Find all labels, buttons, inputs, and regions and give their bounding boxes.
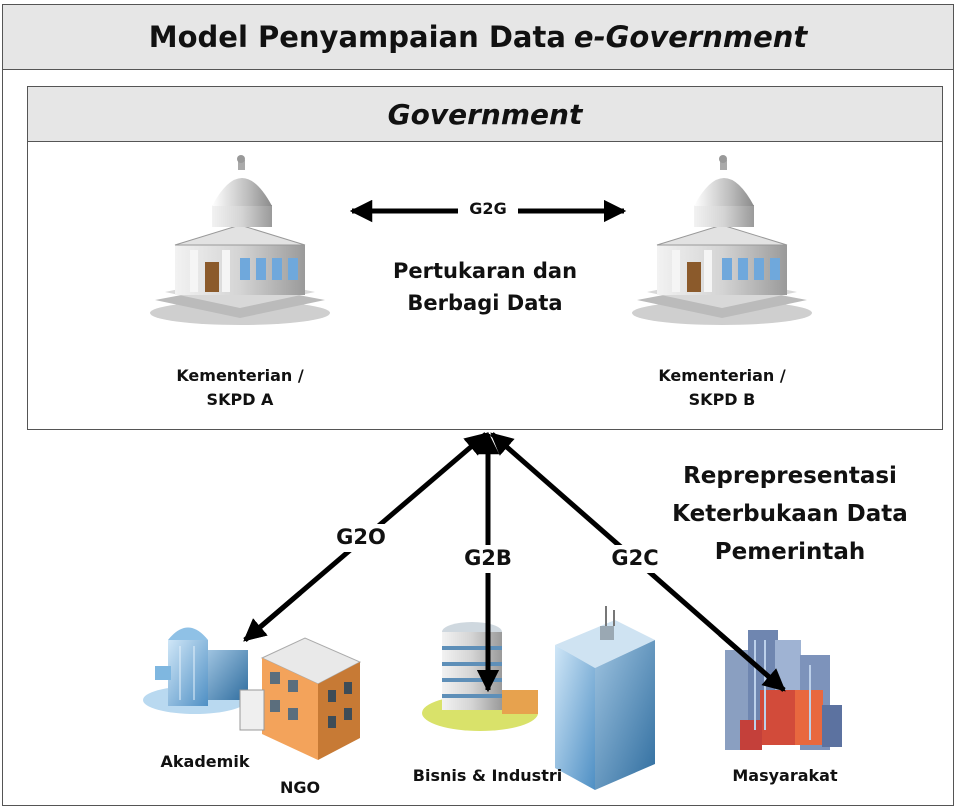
ngo-label: NGO [279, 778, 321, 797]
title-main: Model Penyampaian Data [148, 20, 566, 54]
bisnis-industri-building-icon [422, 606, 655, 790]
entity-a-line1: Kementerian / [176, 366, 304, 385]
entity-a-line2: SKPD A [206, 390, 274, 409]
exchange-label-line1: Pertukaran dan [392, 259, 578, 283]
masyarakat-label: Masyarakat [732, 766, 838, 785]
akademik-label: Akademik [160, 752, 250, 771]
title-italic: e-Government [573, 20, 808, 54]
representation-line1: Reprepresentasi [683, 463, 897, 489]
government-box: Government [27, 86, 943, 430]
government-building-a-icon [150, 155, 330, 325]
government-building-b-icon [632, 155, 812, 325]
g2b-label: G2B [464, 546, 512, 570]
diagram-title: Model Penyampaian Data e-Government [3, 5, 953, 70]
representation-line3: Pemerintah [714, 539, 866, 565]
entity-b-line2: SKPD B [688, 390, 756, 409]
masyarakat-city-icon [725, 630, 842, 750]
g2g-label: G2G [469, 199, 507, 218]
ngo-building-icon [239, 637, 362, 760]
entity-b-line1: Kementerian / [658, 366, 786, 385]
g2o-label: G2O [336, 525, 386, 549]
exchange-label-line2: Berbagi Data [407, 291, 563, 315]
akademik-building-icon [143, 627, 248, 714]
bisnis-industri-label: Bisnis & Industri [412, 766, 563, 785]
representation-line2: Keterbukaan Data [672, 501, 908, 527]
g2c-label: G2C [611, 546, 659, 570]
government-header: Government [28, 87, 942, 142]
